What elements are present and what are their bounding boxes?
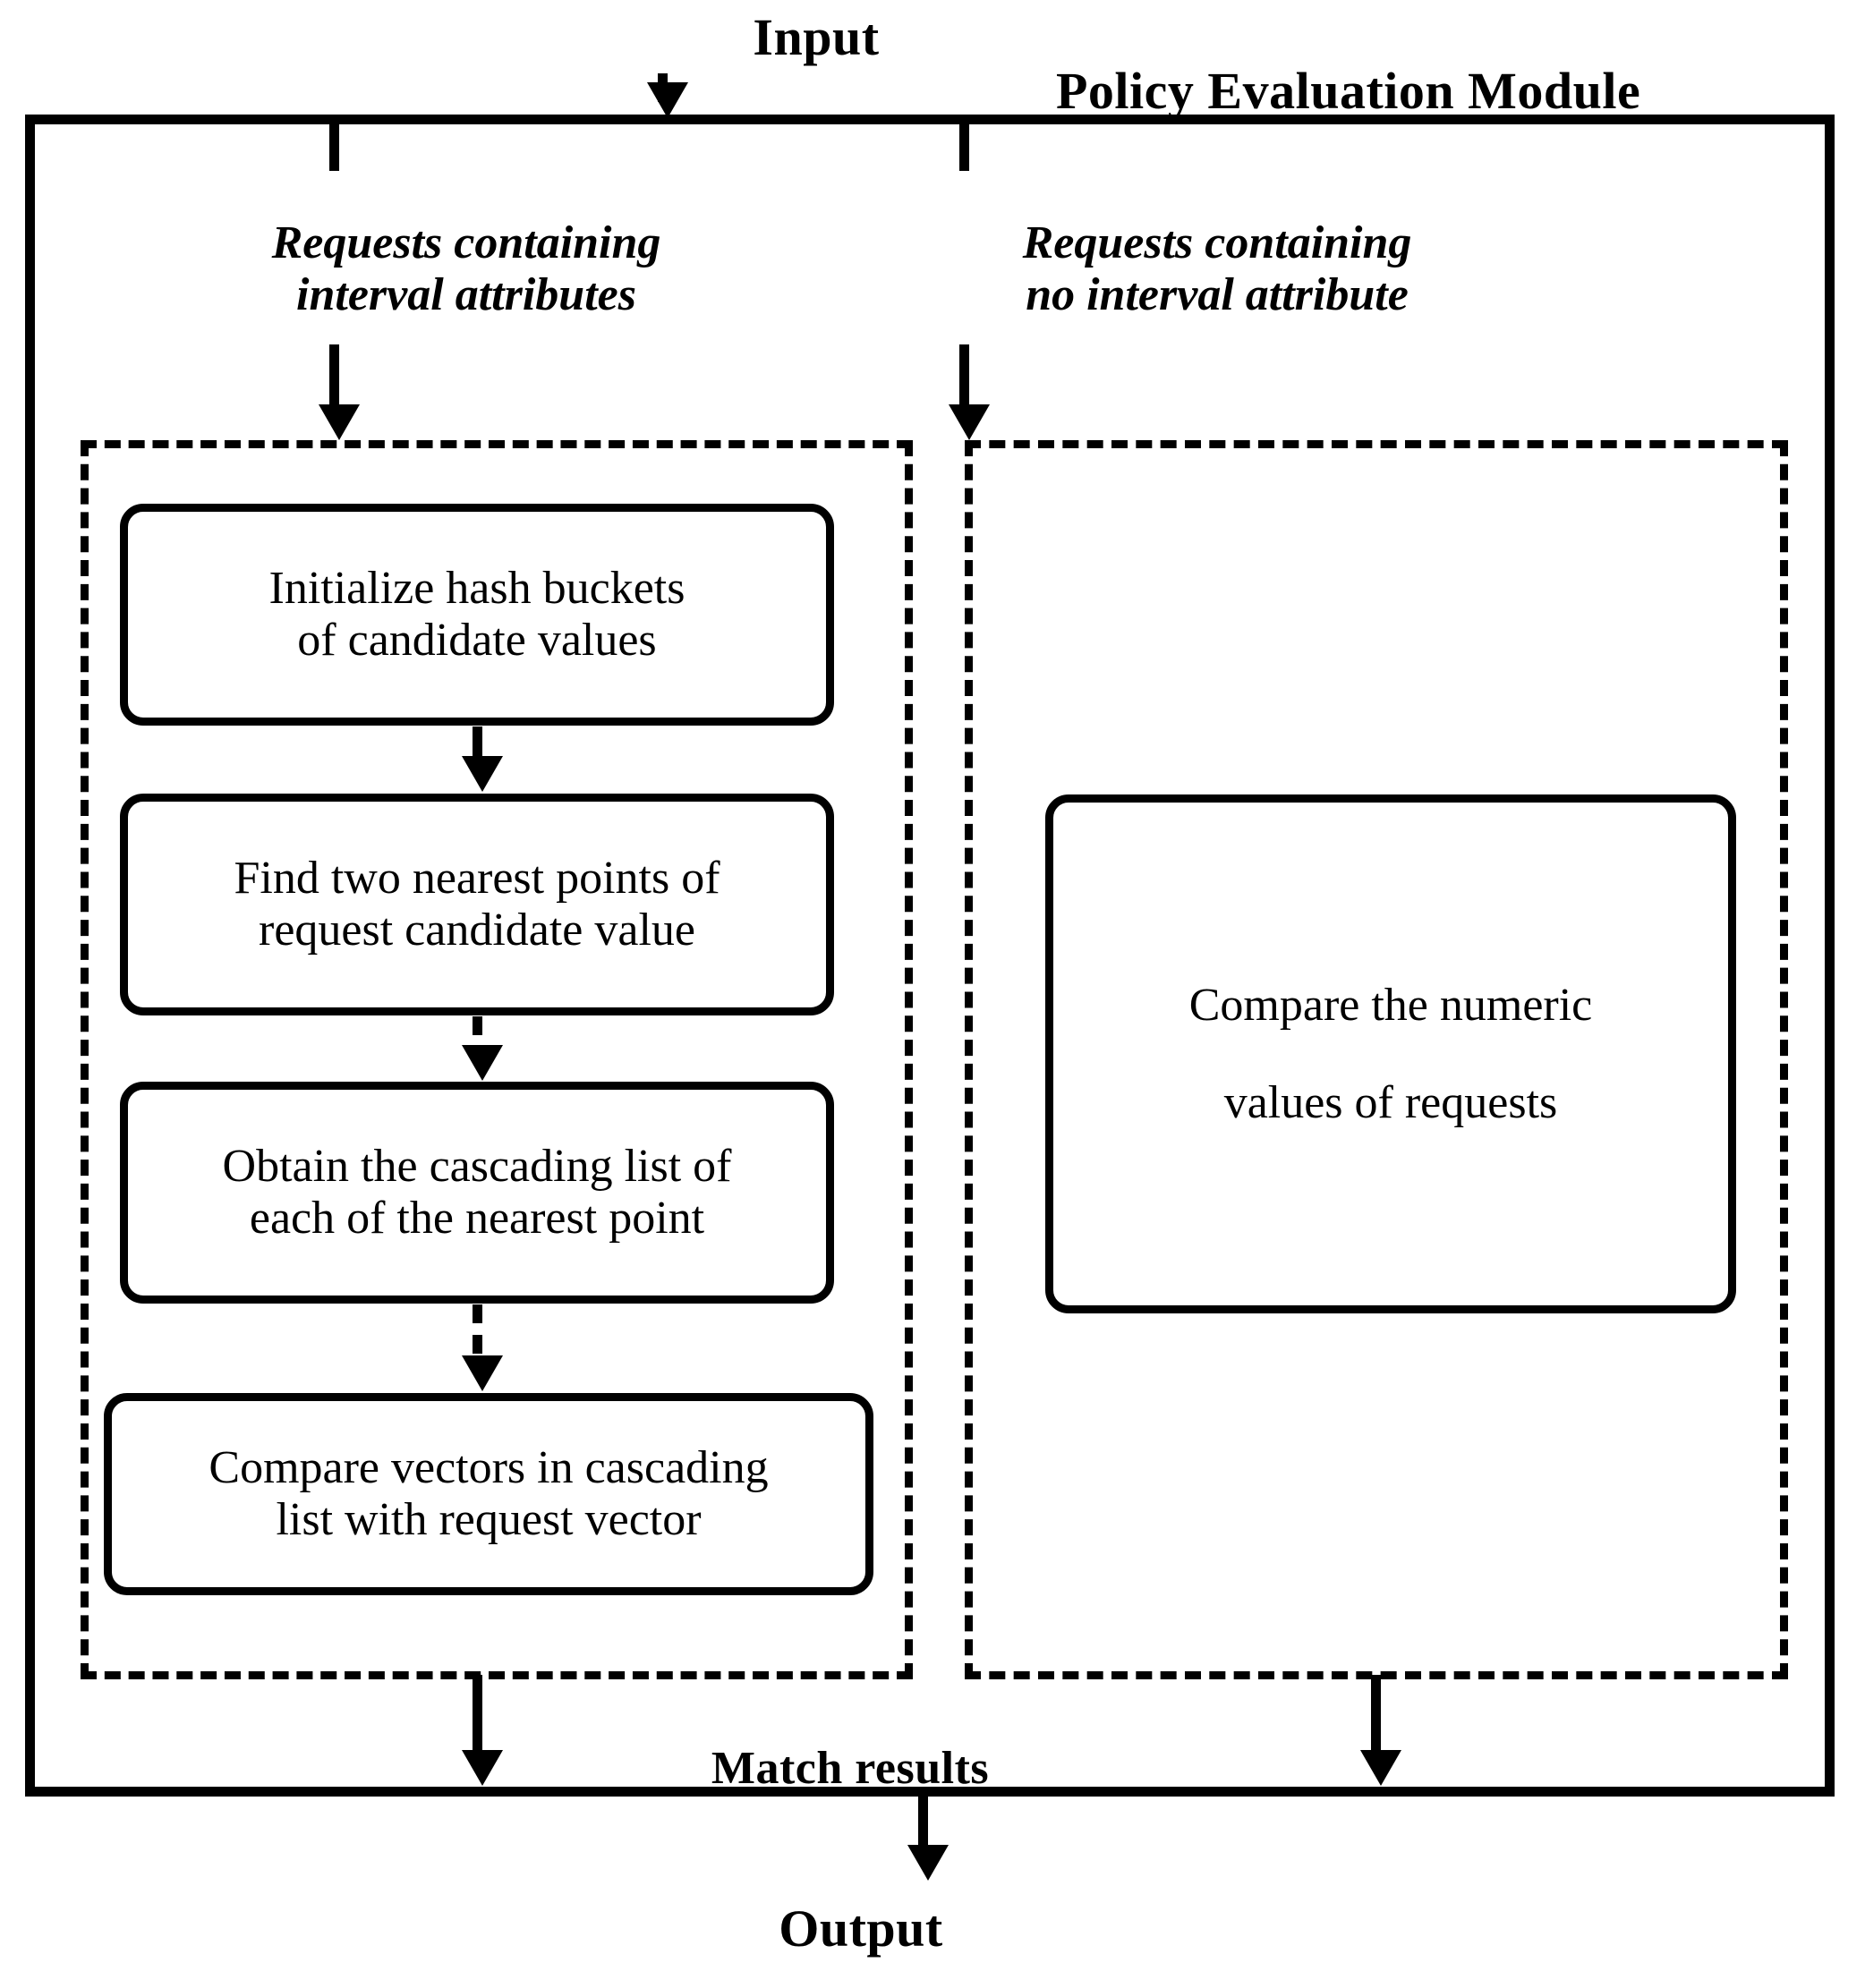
non-interval-branch-connector-arrowhead bbox=[949, 404, 990, 440]
left-branch-split-stub bbox=[329, 124, 339, 171]
step2-to-step3-line bbox=[473, 1016, 482, 1054]
step-find-two-nearest-points[interactable]: Find two nearest points of request candi… bbox=[120, 794, 834, 1015]
non-interval-branch-connector-line bbox=[959, 344, 969, 421]
match-results-label: Match results bbox=[711, 1743, 990, 1794]
interval-branch-output-line bbox=[473, 1675, 482, 1754]
policy-evaluation-module-frame bbox=[25, 115, 1835, 1797]
step3-to-step4-arrowhead bbox=[462, 1355, 503, 1391]
interval-branch-connector-line bbox=[329, 344, 339, 421]
step1-to-step2-arrowhead bbox=[462, 756, 503, 792]
input-label: Input bbox=[753, 8, 880, 66]
interval-branch-connector-arrowhead bbox=[319, 404, 360, 440]
step2-to-step3-arrowhead bbox=[462, 1045, 503, 1081]
output-label: Output bbox=[779, 1899, 943, 1958]
non-interval-branch-output-arrowhead bbox=[1360, 1750, 1401, 1786]
step3-to-step4-line bbox=[473, 1304, 482, 1356]
interval-branch-group bbox=[81, 440, 913, 1679]
right-branch-split-stub bbox=[959, 124, 969, 171]
step-compare-vectors-in-cascading-list[interactable]: Compare vectors in cascading list with r… bbox=[104, 1393, 873, 1595]
interval-branch-output-arrowhead bbox=[462, 1750, 503, 1786]
input-connector-arrowhead bbox=[647, 82, 688, 118]
non-interval-branch-output-line bbox=[1371, 1675, 1381, 1754]
step-compare-numeric-values[interactable]: Compare the numeric values of requests bbox=[1045, 794, 1736, 1313]
step-initialize-hash-buckets[interactable]: Initialize hash buckets of candidate val… bbox=[120, 504, 834, 726]
step1-to-step2-line bbox=[473, 726, 482, 766]
output-connector-line bbox=[918, 1795, 928, 1850]
interval-branch-label: Requests containing interval attributes bbox=[271, 217, 661, 321]
output-connector-arrowhead bbox=[907, 1845, 949, 1881]
module-title: Policy Evaluation Module bbox=[1056, 62, 1641, 120]
non-interval-branch-label: Requests containing no interval attribut… bbox=[1022, 217, 1412, 321]
step-obtain-cascading-list[interactable]: Obtain the cascading list of each of the… bbox=[120, 1082, 834, 1304]
